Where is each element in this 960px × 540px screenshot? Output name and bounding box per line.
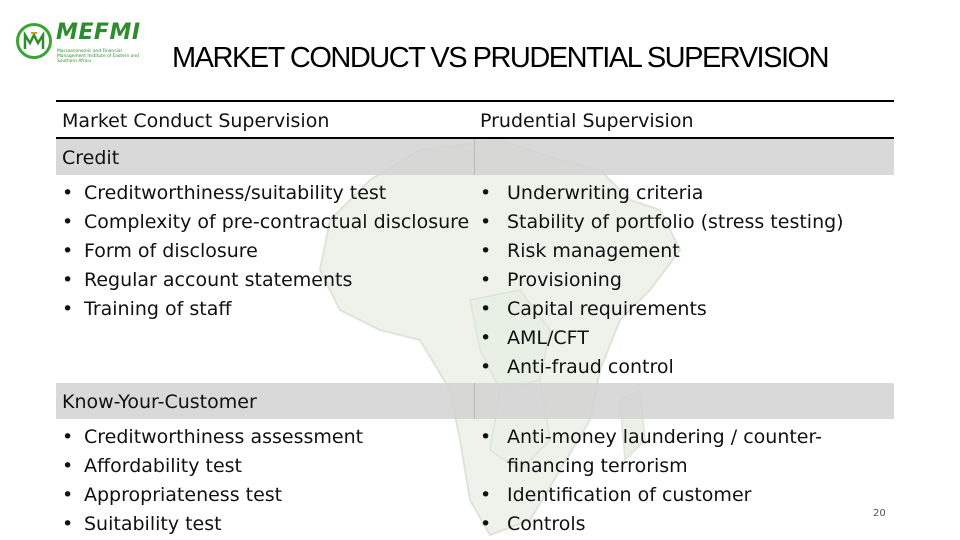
prudential-kyc-list: Anti-money laundering / counter-financin… [480, 423, 894, 539]
list-item: Appropriateness test [62, 481, 474, 510]
list-item: Training of staff [62, 295, 474, 324]
list-item: Provisioning [480, 266, 894, 295]
list-item: Risk management [480, 237, 894, 266]
section-label: Know-Your-Customer [62, 391, 257, 413]
header-market-conduct: Market Conduct Supervision [62, 110, 330, 132]
list-item: Creditworthiness assessment [62, 423, 474, 452]
header-prudential: Prudential Supervision [480, 110, 694, 132]
list-item: Identification of customer [480, 481, 894, 510]
section-row-credit: Credit [56, 139, 894, 175]
list-item: Affordability test [62, 452, 474, 481]
list-item: Regular account statements [62, 266, 474, 295]
section-row-kyc: Know-Your-Customer [56, 383, 894, 419]
market-conduct-kyc-list: Creditworthiness assessment Affordabilit… [62, 423, 474, 539]
list-item: Form of disclosure [62, 237, 474, 266]
table-header-row: Market Conduct Supervision Prudential Su… [56, 102, 894, 139]
comparison-table: Market Conduct Supervision Prudential Su… [56, 100, 894, 539]
logo-name: MEFMI [56, 20, 141, 45]
page-number: 20 [873, 508, 886, 519]
logo-subtitle: Macroeconomic and Financial Management I… [57, 49, 139, 64]
mefmi-logo: MEFMI Macroeconomic and Financial Manage… [12, 20, 148, 74]
list-item: Stability of portfolio (stress testing) [480, 208, 894, 237]
section-label: Credit [62, 147, 120, 169]
market-conduct-credit-list: Creditworthiness/suitability test Comple… [62, 179, 474, 324]
list-item: Anti-money laundering / counter-financin… [480, 423, 894, 481]
table-row: Creditworthiness assessment Affordabilit… [56, 419, 894, 539]
list-item: Creditworthiness/suitability test [62, 179, 474, 208]
list-item: Capital requirements [480, 295, 894, 324]
list-item: Complexity of pre-contractual disclosure [62, 208, 474, 237]
mefmi-emblem-icon [16, 23, 52, 59]
slide-title: MARKET CONDUCT VS PRUDENTIAL SUPERVISION [172, 42, 830, 74]
list-item: Underwriting criteria [480, 179, 894, 208]
table-row: Creditworthiness/suitability test Comple… [56, 175, 894, 383]
list-item: Anti-fraud control [480, 353, 894, 382]
list-item: AML/CFT [480, 324, 894, 353]
prudential-credit-list: Underwriting criteria Stability of portf… [480, 179, 894, 382]
list-item: Suitability test [62, 510, 474, 539]
list-item: Controls [480, 510, 894, 539]
